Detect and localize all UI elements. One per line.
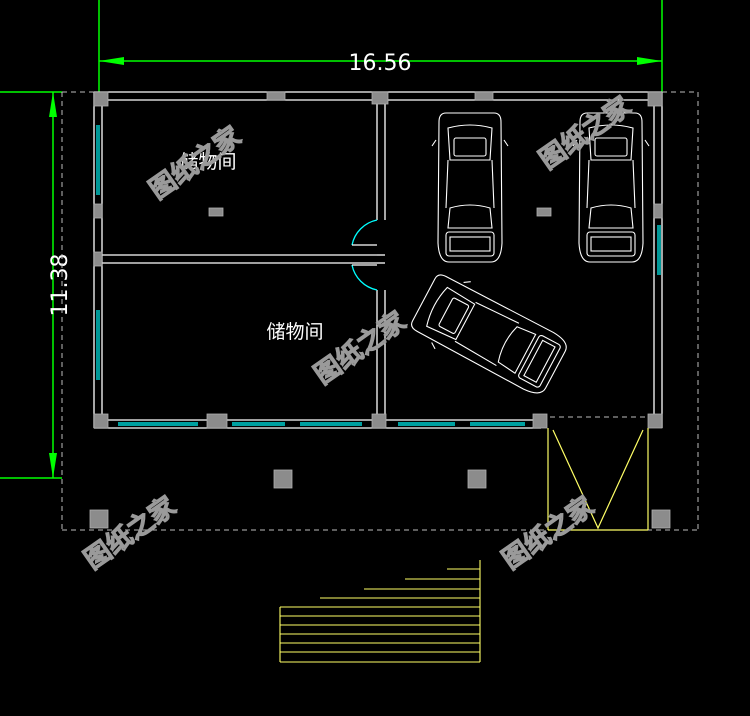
watermark-text: 图纸之家 xyxy=(79,491,182,576)
stairs xyxy=(279,560,481,663)
dashed-outline xyxy=(61,91,699,531)
car-icon xyxy=(431,112,509,263)
room-label-storage-upper: 储物间 xyxy=(179,151,236,173)
garage-opening xyxy=(547,428,649,531)
watermark-text: 图纸之家 xyxy=(534,91,637,176)
depth-dimension-label: 11.38 xyxy=(48,254,73,317)
door-swings xyxy=(351,219,378,291)
car-icon xyxy=(572,112,650,263)
windows xyxy=(96,125,661,426)
columns xyxy=(89,91,671,529)
dimension-arrows xyxy=(49,57,662,478)
car-icon xyxy=(411,274,567,394)
watermark-text: 图纸之家 xyxy=(309,306,412,391)
door-leaves xyxy=(352,244,377,266)
dimension-lines xyxy=(0,0,663,479)
room-label-storage-lower: 储物间 xyxy=(266,321,323,343)
width-dimension-label: 16.56 xyxy=(349,51,412,76)
